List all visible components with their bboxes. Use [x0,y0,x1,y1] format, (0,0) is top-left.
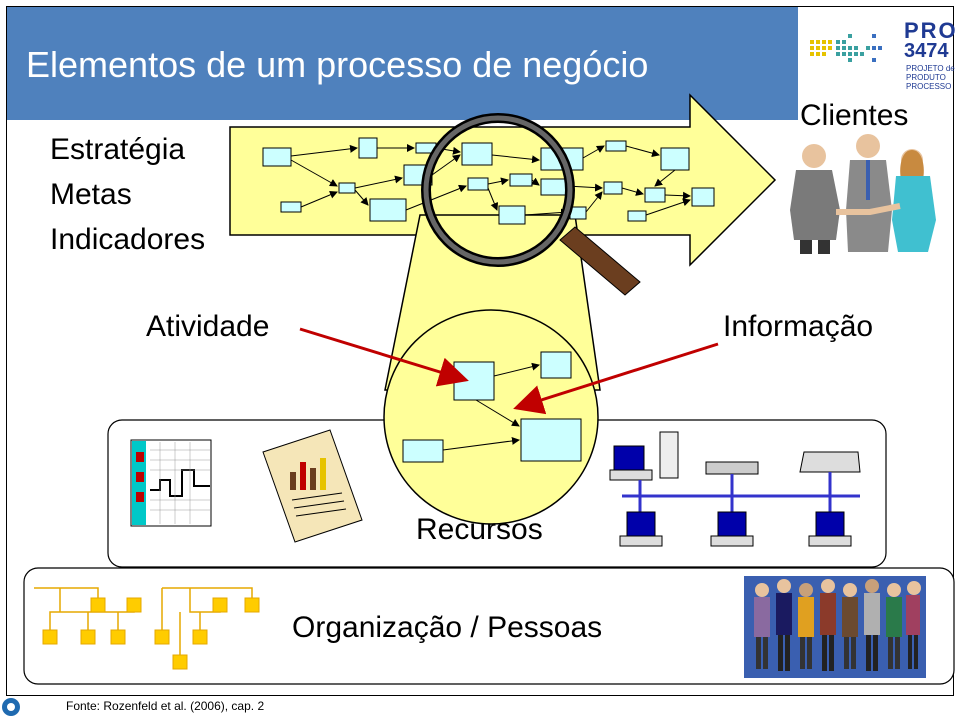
activity-pointer-arrow [299,327,469,387]
process-connectors [290,144,691,217]
computer-network-icon [609,431,861,547]
logo-subtitle-line2: PRODUTO [906,73,946,82]
information-label: Informação [723,310,874,343]
clients-label: Clientes [800,99,909,132]
slide-border [6,6,954,696]
logo-subtitle-line1: PROJETO de [906,64,955,73]
chart-document-icon [130,439,212,527]
zoom-lens [383,309,599,525]
indicators-label: Indicadores [50,223,206,256]
logo-dots-icon [810,34,882,62]
strategy-label: Estratégia [50,133,186,166]
logo-code: 3474 [904,40,949,62]
organization-panel [23,567,955,685]
footer-logo-icon [2,698,20,716]
zoomed-connectors [442,362,540,451]
report-document-icon [262,429,363,543]
logo-subtitle-line3: PROCESSO [906,82,952,91]
footer-source: Fonte: Rozenfeld et al. (2006), cap. 2 [66,699,265,713]
people-group-icon [744,576,926,678]
organization-label: Organização / Pessoas [292,611,603,644]
clients-handshake-icon [790,134,936,254]
information-pointer-arrow [513,342,719,415]
activity-label: Atividade [146,310,270,343]
logo-subtitle: PROJETO de PRODUTO PROCESSO [906,64,955,91]
resources-label: Recursos [416,513,543,546]
goals-label: Metas [50,178,132,211]
slide-title: Elementos de um processo de negócio [26,44,649,85]
org-chart-icon [34,587,260,670]
title-bar [7,7,798,120]
logo-title: PRO [904,18,956,43]
magnifier-icon [421,113,641,296]
